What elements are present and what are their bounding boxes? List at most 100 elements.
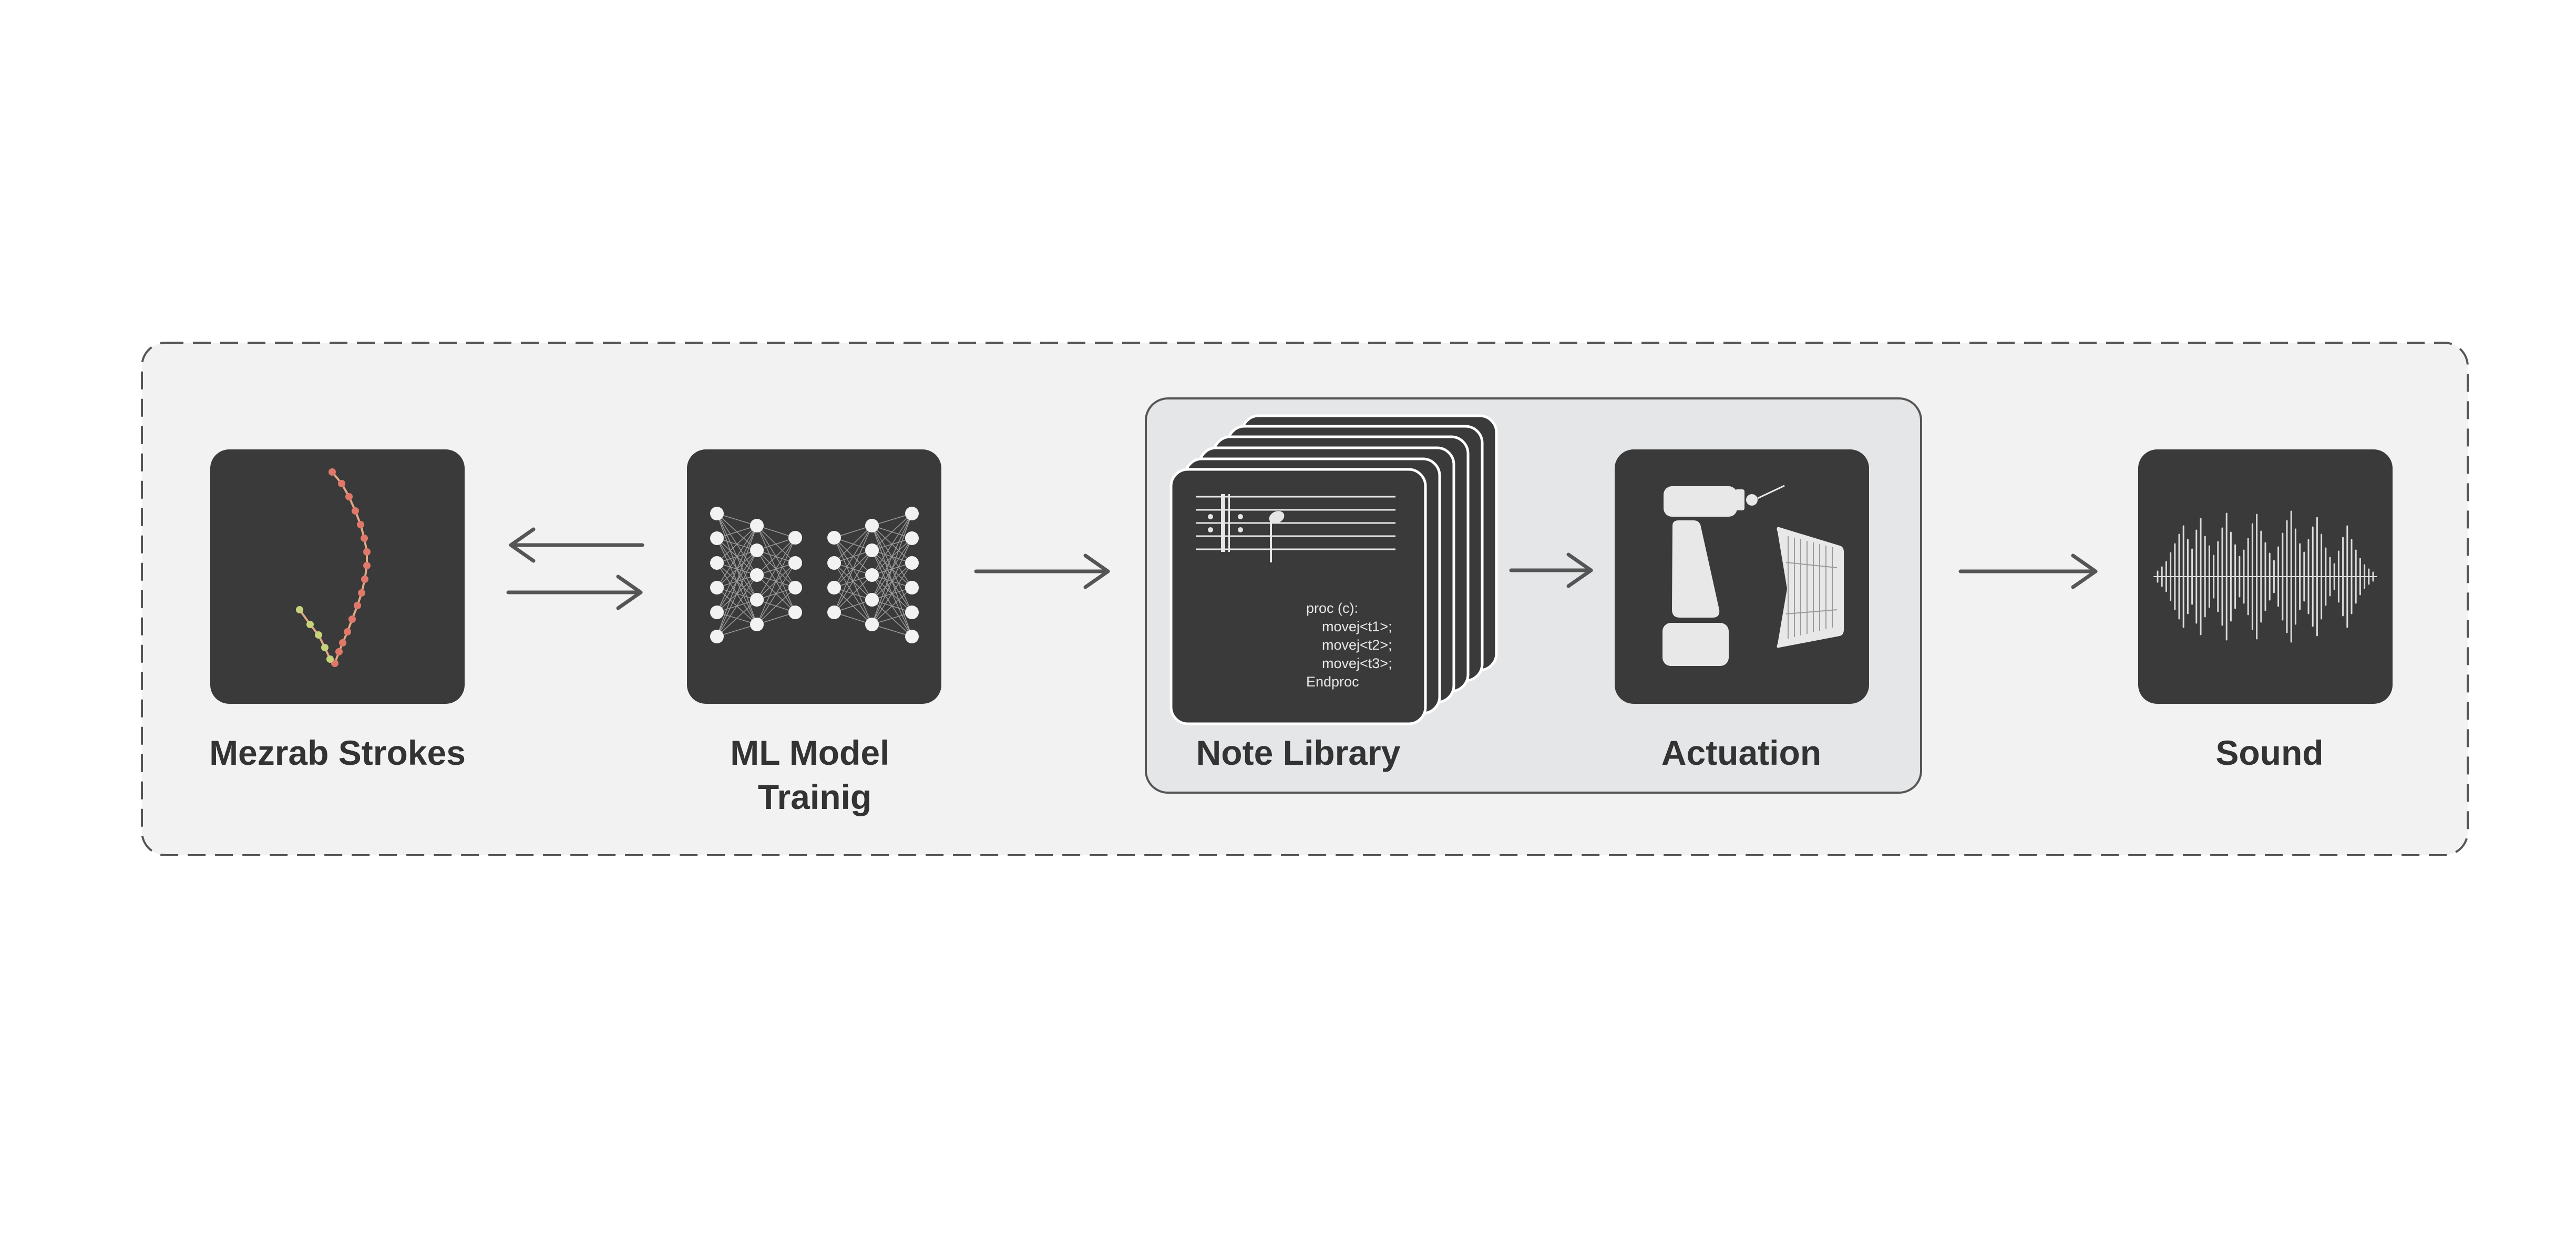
nn-node xyxy=(827,556,841,570)
arrow-actuation-to-sound xyxy=(1958,553,2098,589)
stroke-trajectory-icon xyxy=(296,468,371,667)
nn-node xyxy=(750,618,764,631)
code-line-3: movej<t2>; xyxy=(1322,637,1392,653)
nn-node xyxy=(788,606,802,619)
nn-edge xyxy=(871,538,912,625)
nn-node xyxy=(905,507,919,520)
nn-node xyxy=(827,531,841,545)
note-library-node: proc (c): movej<t1>; movej<t2>; movej<t3… xyxy=(1169,414,1498,772)
code-line-4: movej<t3>; xyxy=(1322,655,1392,671)
nn-node xyxy=(905,531,919,545)
nn-edge xyxy=(834,575,873,613)
stroke-point xyxy=(357,521,364,528)
code-line-1: proc (c): xyxy=(1306,600,1358,616)
stroke-point xyxy=(363,562,371,569)
code-line-5: Endproc xyxy=(1306,674,1359,690)
stroke-point xyxy=(338,480,345,487)
nn-edge xyxy=(871,562,912,625)
nn-edge xyxy=(716,624,757,637)
stroke-point xyxy=(335,648,343,655)
nn-node xyxy=(750,593,764,607)
stroke-point xyxy=(354,602,361,609)
nn-edge xyxy=(871,513,912,600)
ml-model-label-line2: Trainig xyxy=(758,777,871,816)
stroke-point xyxy=(363,548,371,556)
nn-edge xyxy=(834,525,873,588)
ml-model-label: ML Model Trainig xyxy=(730,733,899,816)
santur-bridge xyxy=(1785,609,1838,614)
nn-node xyxy=(710,556,724,570)
nn-node xyxy=(865,519,879,532)
stroke-point xyxy=(345,493,353,500)
nn-node xyxy=(827,581,841,594)
actuation-label: Actuation xyxy=(1661,733,1821,772)
sound-node: Sound xyxy=(2138,449,2393,772)
nn-edge xyxy=(834,525,873,563)
stroke-point xyxy=(326,655,334,663)
repeat-sign-dots xyxy=(1208,511,1285,532)
note-library-label: Note Library xyxy=(1196,733,1401,772)
nn-edge xyxy=(756,537,796,576)
ml-model-node: ML Model Trainig xyxy=(687,449,941,816)
nn-node xyxy=(788,581,802,594)
nn-node xyxy=(750,543,764,557)
actuation-node: Actuation xyxy=(1615,449,1869,772)
neural-network-icon xyxy=(710,507,919,643)
mezrab-label: Mezrab Strokes xyxy=(209,733,466,772)
nn-node xyxy=(865,618,879,631)
nn-edge xyxy=(871,513,912,576)
nn-node xyxy=(905,556,919,570)
arrow-right xyxy=(506,575,643,610)
stroke-point xyxy=(358,589,365,597)
ml-model-label-line1: ML Model xyxy=(730,733,889,772)
stroke-point xyxy=(329,468,336,476)
santur-instrument-icon xyxy=(1777,527,1844,648)
nn-edge xyxy=(716,550,757,637)
nn-edge xyxy=(716,525,757,563)
nn-edge xyxy=(716,513,757,526)
arrow-left xyxy=(509,527,644,563)
nn-node xyxy=(710,531,724,545)
stroke-point xyxy=(306,621,314,628)
nn-edge xyxy=(871,513,912,551)
nn-node xyxy=(827,606,841,619)
nn-node xyxy=(905,630,919,643)
bidirectional-arrow xyxy=(506,527,644,610)
nn-edge xyxy=(756,562,796,625)
stroke-point xyxy=(296,606,303,613)
nn-node xyxy=(710,581,724,594)
stroke-point xyxy=(315,631,322,639)
nn-node xyxy=(865,593,879,607)
robot-arm-icon xyxy=(1662,485,1785,666)
arrow-note-library-to-actuation xyxy=(1509,552,1593,588)
stroke-point xyxy=(361,535,368,542)
nn-edge xyxy=(716,525,757,613)
nn-node xyxy=(710,606,724,619)
nn-node xyxy=(750,519,764,532)
nn-node xyxy=(865,543,879,557)
code-line-2: movej<t1>; xyxy=(1322,619,1392,634)
nn-edge xyxy=(834,525,873,613)
nn-edge xyxy=(716,575,757,637)
nn-edge xyxy=(716,599,757,637)
nn-edge xyxy=(756,537,796,600)
stroke-point xyxy=(361,576,368,583)
nn-edge xyxy=(716,525,757,539)
nn-node xyxy=(865,568,879,582)
mezrab-tile xyxy=(210,449,465,704)
mezrab-strokes-node: Mezrab Strokes xyxy=(209,449,466,772)
nn-edge xyxy=(871,624,912,637)
stroke-point xyxy=(344,628,351,635)
stroke-point xyxy=(348,616,356,623)
nn-edge xyxy=(716,525,757,637)
nn-edge xyxy=(871,612,912,625)
nn-node xyxy=(710,507,724,520)
nn-edge xyxy=(871,513,912,625)
nn-edge xyxy=(756,537,796,625)
nn-edge xyxy=(871,587,912,625)
nn-edge xyxy=(871,513,912,526)
stroke-point xyxy=(352,507,359,515)
ml-model-tile xyxy=(687,449,941,704)
nn-node xyxy=(905,606,919,619)
